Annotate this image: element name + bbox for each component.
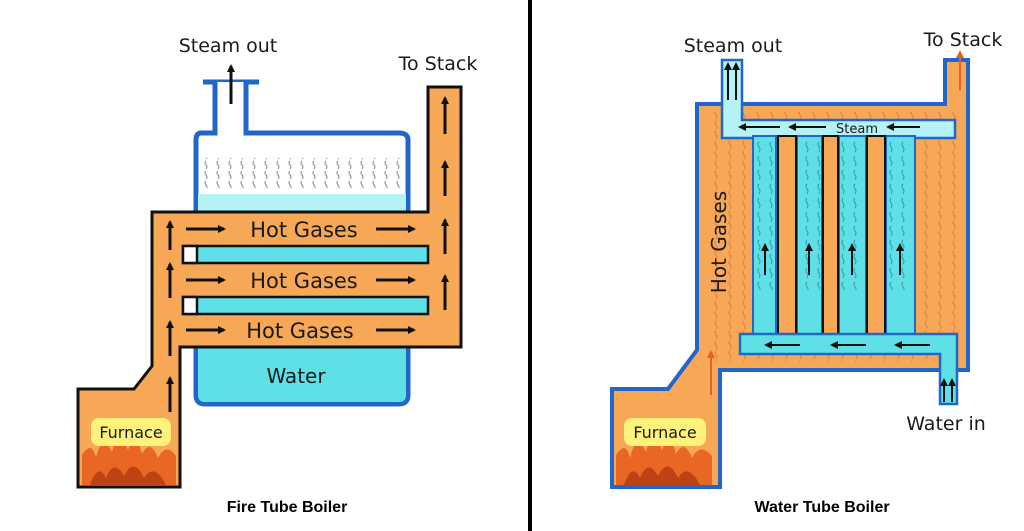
water-steam-out-label: Steam out [684, 35, 783, 57]
fire-furnace-label: Furnace [99, 423, 162, 442]
fire-gas-label-2: Hot Gases [250, 269, 358, 293]
fire-tube-caption: Fire Tube Boiler [227, 499, 348, 516]
fire-water-label: Water [266, 364, 326, 388]
water-hot-gases-label: Hot Gases [707, 191, 731, 293]
water-in-label: Water in [906, 413, 986, 435]
hot-gas-path [76, 85, 463, 489]
water-furnace-label: Furnace [633, 423, 696, 442]
water-tube-caption: Water Tube Boiler [754, 499, 889, 516]
fire-steam-out-label: Steam out [179, 35, 278, 57]
water-header [738, 332, 959, 406]
water-tube-boiler: Steam Furnace Hot Gases Steam out To Sta… [610, 29, 1003, 516]
fire-gas-label-3: Hot Gases [246, 319, 354, 343]
fire-gas-label-1: Hot Gases [250, 218, 358, 242]
fire-tube-boiler: Furnace Hot Gases Hot Gases Hot Gases Wa… [76, 35, 478, 516]
fire-to-stack-label: To Stack [398, 53, 478, 75]
steam-label: Steam [836, 122, 878, 137]
furnace-label-box [624, 418, 706, 446]
water-to-stack-label: To Stack [923, 29, 1003, 51]
steam-wisps [204, 158, 400, 188]
furnace-label-box [91, 418, 171, 446]
